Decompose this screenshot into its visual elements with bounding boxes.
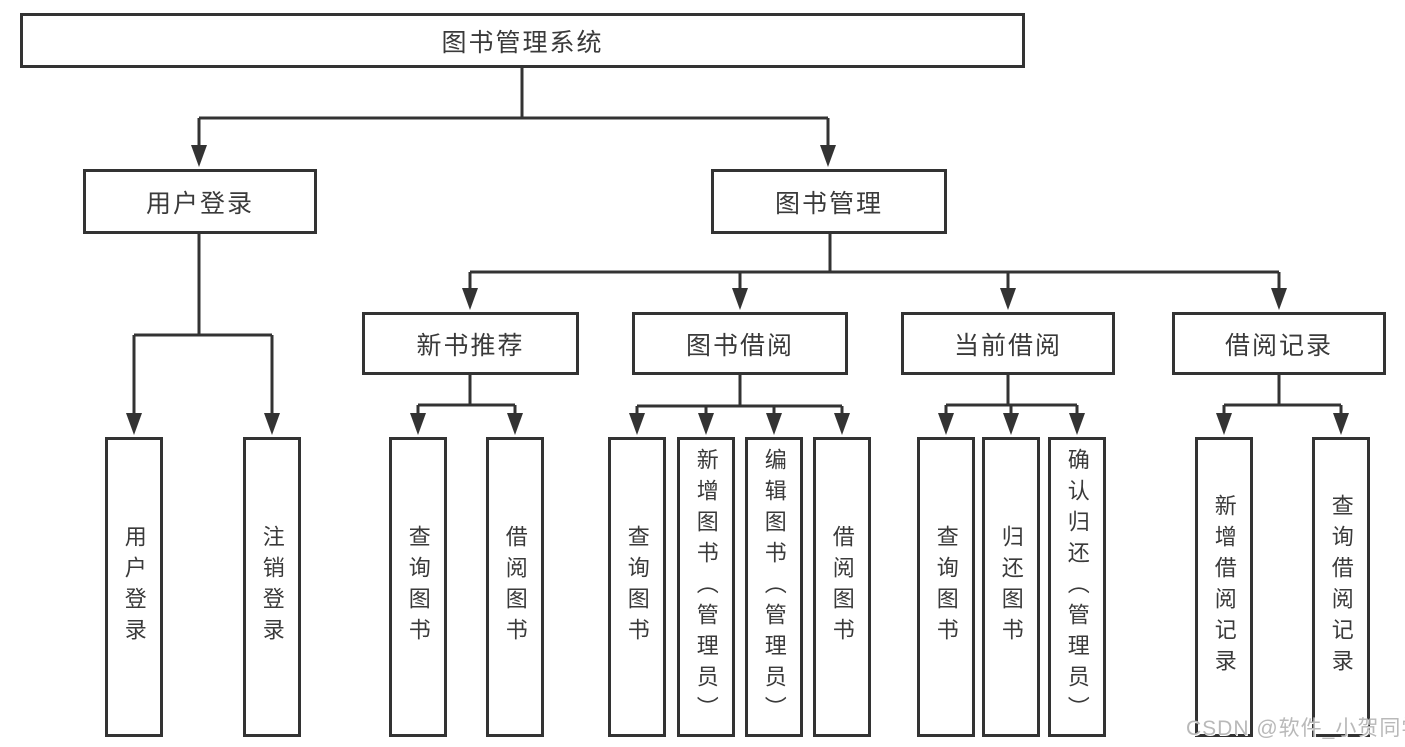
node-label: 图书管理系统: [441, 28, 604, 57]
arrow-down-icon: [1271, 288, 1287, 310]
arrow-down-icon: [834, 413, 850, 435]
leaf-query-borrow-record: 查询借阅记录: [1312, 437, 1370, 737]
node-label: 借阅图书: [829, 525, 855, 649]
node-label: 用户登录: [121, 525, 147, 649]
arrow-down-icon: [507, 413, 523, 435]
node-book-borrowing: 图书借阅: [632, 312, 848, 375]
connector-bb-to-leaves: [635, 375, 844, 414]
node-current-borrowing: 当前借阅: [901, 312, 1115, 375]
arrow-down-icon: [629, 413, 645, 435]
node-book-management: 图书管理: [711, 169, 947, 234]
node-label: 新增图书（管理员）: [693, 447, 719, 727]
leaf-confirm-return-admin: 确认归还（管理员）: [1048, 437, 1106, 737]
node-borrowing-records: 借阅记录: [1172, 312, 1386, 375]
node-label: 新增借阅记录: [1211, 494, 1237, 680]
node-label: 查询图书: [624, 525, 650, 649]
leaf-user-login: 用户登录: [105, 437, 163, 737]
leaf-logout: 注销登录: [243, 437, 301, 737]
leaf-query-books: 查询图书: [389, 437, 447, 737]
arrow-down-icon: [264, 413, 280, 435]
node-label: 确认归还（管理员）: [1064, 447, 1090, 727]
arrow-down-icon: [1000, 288, 1016, 310]
arrow-down-icon: [766, 413, 782, 435]
node-label: 注销登录: [259, 525, 285, 649]
arrow-down-icon: [938, 413, 954, 435]
node-label: 查询图书: [405, 525, 431, 649]
connector-login-to-leaves: [132, 234, 274, 414]
node-new-book-recommendation: 新书推荐: [362, 312, 579, 375]
connector-nbr-to-leaves: [416, 375, 517, 414]
arrow-down-icon: [698, 413, 714, 435]
connector-br-to-leaves: [1222, 375, 1343, 414]
node-label: 归还图书: [998, 525, 1024, 649]
node-root-library-management-system: 图书管理系统: [20, 13, 1025, 68]
leaf-borrow-books: 借阅图书: [813, 437, 871, 737]
connector-root-to-level2: [197, 68, 830, 146]
node-user-login: 用户登录: [83, 169, 317, 234]
node-label: 查询图书: [933, 525, 959, 649]
node-label: 用户登录: [145, 189, 254, 218]
node-label: 当前借阅: [953, 331, 1062, 360]
arrow-down-icon: [732, 288, 748, 310]
node-label: 借阅图书: [502, 525, 528, 649]
leaf-query-books: 查询图书: [917, 437, 975, 737]
csdn-watermark: CSDN @软件_小贺同学: [1186, 717, 1405, 740]
arrow-down-icon: [191, 145, 207, 167]
node-label: 图书管理: [774, 189, 883, 218]
arrow-down-icon: [1216, 413, 1232, 435]
arrow-down-icon: [1069, 413, 1085, 435]
connector-cb-to-leaves: [944, 375, 1079, 414]
node-label: 图书借阅: [685, 331, 794, 360]
leaf-add-books-admin: 新增图书（管理员）: [677, 437, 735, 737]
arrow-down-icon: [1333, 413, 1349, 435]
leaf-borrow-books: 借阅图书: [486, 437, 544, 737]
node-label: 借阅记录: [1224, 331, 1333, 360]
node-label: 编辑图书（管理员）: [761, 447, 787, 727]
arrow-down-icon: [410, 413, 426, 435]
arrow-down-icon: [462, 288, 478, 310]
connector-mgmt-to-level3: [468, 234, 1281, 288]
arrow-down-icon: [1003, 413, 1019, 435]
arrow-down-icon: [126, 413, 142, 435]
arrowheads: [126, 145, 1349, 435]
leaf-edit-books-admin: 编辑图书（管理员）: [745, 437, 803, 737]
leaf-return-books: 归还图书: [982, 437, 1040, 737]
node-label: 查询借阅记录: [1328, 494, 1354, 680]
leaf-add-borrow-record: 新增借阅记录: [1195, 437, 1253, 737]
arrow-down-icon: [820, 145, 836, 167]
node-label: 新书推荐: [416, 331, 525, 360]
leaf-query-books: 查询图书: [608, 437, 666, 737]
